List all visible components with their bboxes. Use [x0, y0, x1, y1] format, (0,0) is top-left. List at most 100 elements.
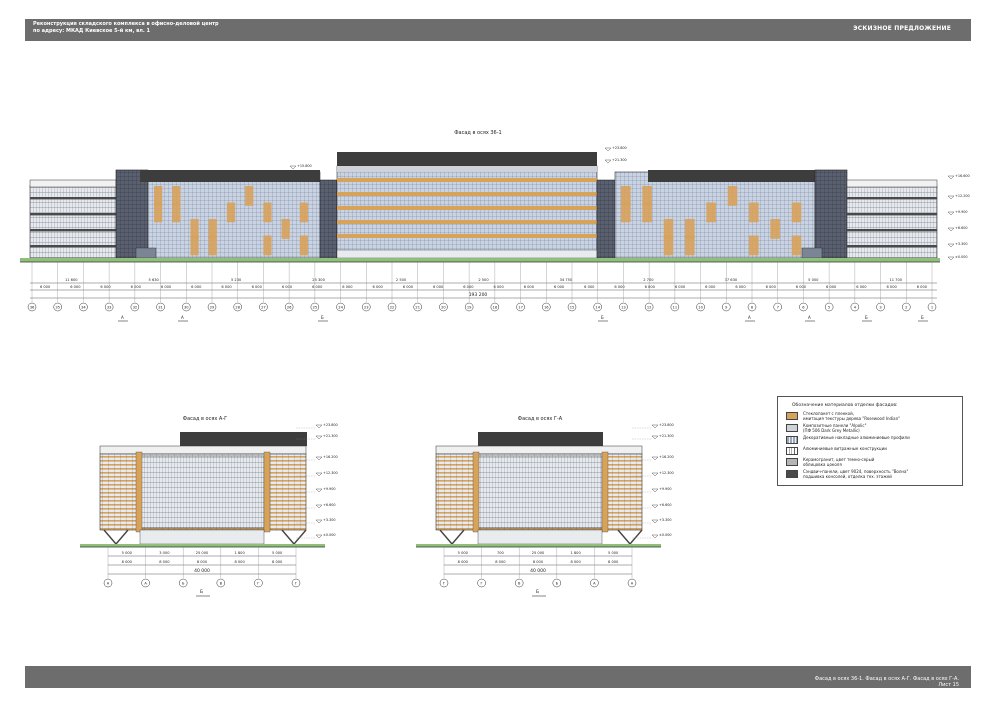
span-dim: 6 000 — [100, 285, 111, 289]
axis-bubble — [902, 302, 911, 312]
level-marker — [651, 534, 659, 539]
axis-label: В — [220, 582, 223, 586]
wood-panel — [154, 202, 163, 223]
left-connector — [319, 179, 338, 259]
level-label: +3.300 — [659, 518, 672, 522]
side1-ground — [80, 544, 325, 547]
legend-item: Алюминиевые витражные конструкции — [786, 446, 958, 460]
level-marker — [651, 504, 659, 509]
axis-bubble — [362, 302, 371, 312]
axis-bubble — [182, 302, 191, 312]
wood-panel — [281, 219, 290, 239]
svg-text:Б: Б — [536, 589, 539, 595]
level-marker — [947, 195, 955, 200]
left-wing-band — [30, 197, 116, 200]
axis-label: 15 — [570, 306, 575, 310]
level-label: +16.200 — [323, 455, 338, 459]
level-label: +9.900 — [323, 487, 336, 491]
wood-panel — [172, 186, 181, 206]
wood-panel — [685, 219, 695, 239]
wood-panel — [263, 202, 272, 223]
axis-label: 36 — [30, 306, 35, 310]
wood-panel — [770, 219, 780, 239]
level-label: +23.800 — [659, 423, 674, 427]
wood-panel — [190, 235, 199, 256]
entrance-canopy-left — [135, 247, 157, 259]
sheet-title: Фасад в осях 36-1. Фасад в осях А-Г. Фас… — [814, 676, 959, 682]
sub-dim: 700 — [497, 551, 505, 555]
level-marker — [604, 159, 612, 164]
side2-total-dim: 40 000 — [530, 568, 546, 574]
level-marker — [651, 456, 659, 461]
span-dim: 8 000 — [458, 560, 469, 564]
axis-label: 23 — [364, 306, 369, 310]
span-dim: 8 000 — [495, 560, 506, 564]
wood-panel — [621, 186, 631, 206]
axis-bubble — [336, 302, 345, 312]
span-dim: 6 000 — [40, 285, 51, 289]
span-dim: 6 000 — [524, 285, 535, 289]
level-label: +6.600 — [323, 503, 336, 507]
legend-item: Стеклопакет с пленкой, имитация текстуры… — [786, 411, 958, 425]
span-dim: 6 000 — [252, 285, 263, 289]
segment-dim: 34 750 — [560, 278, 573, 282]
sub-dim: 1 800 — [570, 551, 581, 555]
wood-panel — [172, 202, 181, 223]
project-title-line1: Реконструкция складского комплекса в офи… — [33, 21, 219, 27]
level-label: +15.800 — [297, 164, 312, 168]
axis-label: 4 — [854, 306, 857, 310]
main-total-dim: 193 200 — [469, 292, 488, 298]
legend-text: Сэндвич-панели, цвет 9024, поверхность "… — [803, 469, 909, 479]
side1-total-dim: 40 000 — [194, 568, 210, 574]
sub-dim: 25 000 — [196, 551, 209, 555]
axis-bubble — [773, 302, 782, 312]
axis-bubble — [439, 578, 449, 588]
span-dim: 6 000 — [70, 285, 81, 289]
span-dim: 6 000 — [796, 285, 807, 289]
axis-label: 2 — [905, 306, 907, 310]
right-wing-band — [847, 245, 937, 248]
project-title: Реконструкция складского комплекса в офи… — [33, 21, 219, 35]
left-wood-panels — [154, 186, 308, 256]
span-dim: 6 000 — [917, 285, 928, 289]
wood-panel — [706, 202, 716, 223]
side1-center — [139, 455, 265, 529]
axis-bubble — [207, 302, 217, 312]
axis-bubble — [722, 302, 731, 312]
level-marker — [315, 435, 323, 440]
span-dim: 8 000 — [122, 560, 133, 564]
axis-label: 1 — [931, 306, 933, 310]
level-label: +23.800 — [612, 146, 627, 150]
side1-title: Фасад в осях А-Г — [183, 416, 227, 422]
section-label: А — [748, 315, 751, 320]
span-dim: 6 000 — [221, 285, 232, 289]
axis-bubble — [27, 302, 37, 312]
section-label: Б — [321, 315, 324, 320]
level-label: +9.900 — [955, 210, 968, 214]
axis-bubble — [696, 302, 705, 312]
axis-bubble — [439, 302, 448, 312]
axis-label: Б — [556, 582, 559, 586]
legend-text: Керамогранит, цвет темно-серый облицовка… — [803, 457, 875, 467]
wood-panel — [663, 235, 674, 256]
right-dark-tower — [814, 169, 848, 259]
central-wood-bands — [337, 178, 597, 238]
axis-bubble — [927, 302, 937, 312]
central-tech-floor — [337, 152, 597, 166]
central-cornice — [337, 166, 597, 172]
level-marker — [947, 243, 955, 248]
axis-bubble — [53, 302, 62, 312]
legend-item: Керамогранит, цвет темно-серый облицовка… — [786, 457, 958, 471]
axis-label: 29 — [210, 306, 215, 310]
level-label: +3.300 — [323, 518, 336, 522]
axis-label: А — [144, 582, 147, 586]
wood-panel — [727, 186, 738, 206]
legend-swatch — [786, 458, 798, 466]
axis-label: 7 — [777, 306, 779, 310]
side2-center — [477, 455, 603, 529]
